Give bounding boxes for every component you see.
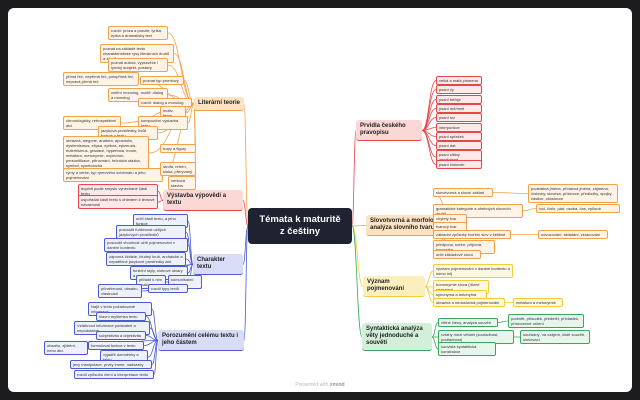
literarni-teorie-item[interactable]: rýmy a verše; typ rýmového schématu a je…: [63, 168, 163, 182]
charakter-item[interactable]: přiměřenost, obsahu, vlastnosti: [98, 284, 142, 298]
pravopis-item[interactable]: psaní spřežek: [436, 131, 482, 141]
connector: [522, 208, 537, 212]
connector: [421, 130, 437, 158]
vyznam-item[interactable]: obrazná a nedoslovná pojmenování: [433, 298, 505, 307]
connector: [242, 225, 249, 265]
pravopis-item[interactable]: psaní mě/mně: [436, 103, 482, 113]
connector: [421, 130, 437, 165]
connector: [187, 220, 194, 265]
mindmap-canvas[interactable]: Témata k maturitě z češtiny Literární te…: [8, 8, 632, 392]
slovotvorna-item[interactable]: slovotvorná a slovní základ: [433, 188, 493, 197]
syntax-item[interactable]: souvislá syntaktická konstrukce: [438, 342, 496, 356]
connector: [351, 225, 367, 227]
branch-vystavba[interactable]: Výstavba výpovědí a textu: [163, 190, 243, 211]
syntax-detail[interactable]: souřadný, na vzájem, čistě souvětí, sluč…: [520, 330, 590, 344]
slovotvorna-detail[interactable]: rod, číslo, pád, osoba, čas, způsob: [536, 204, 620, 213]
charakter-item[interactable]: posoudit funkčnost užitých jazykových pr…: [116, 225, 186, 239]
branch-charakter-textu[interactable]: Charakter textu: [193, 254, 243, 275]
literarni-teorie-item[interactable]: veršová stavba: [168, 176, 196, 190]
connector: [243, 225, 249, 341]
slovotvorna-detail[interactable]: odvozování, skládání, zkracování: [538, 230, 608, 239]
connector: [424, 286, 434, 303]
slovotvorna-item[interactable]: určit základové slovo: [433, 250, 481, 259]
branch-pravopis[interactable]: Prvidla českého pravopisu: [356, 120, 422, 141]
literarni-teorie-item[interactable]: přímá řeč, nepřímá řeč, polopřímá řeč, n…: [63, 72, 139, 86]
connector: [351, 225, 364, 287]
charakter-item[interactable]: záporná činitele, bludný kruh, archaické…: [106, 252, 186, 266]
connector: [243, 103, 249, 227]
slovotvorna-detail[interactable]: podstatná jména, přídavná jména, zájmena…: [528, 184, 618, 203]
connector: [351, 225, 363, 338]
literarni-teorie-item[interactable]: strofa, refrén, sloka, přerývaný: [160, 162, 196, 176]
charakter-item[interactable]: rozdíl typy textů: [148, 284, 188, 293]
central-topic[interactable]: Témata k maturitě z češtiny: [248, 208, 352, 244]
vystavba-item[interactable]: uspořádat části textu s ohledem k textov…: [78, 195, 158, 209]
connector: [492, 192, 529, 194]
syntax-detail[interactable]: podmět, přísudek, předmět, přívlastek, p…: [508, 314, 584, 328]
literarni-teorie-item[interactable]: obrazná, alegorie, anafora, apostrofa, d…: [63, 136, 149, 170]
literarni-teorie-item[interactable]: rozdíl: próza a poezie; lyrika, epika a …: [108, 26, 168, 40]
presented-with-footer: Presented with xmind: [295, 382, 345, 388]
literarni-teorie-item[interactable]: poznat typ promluvy: [140, 76, 184, 85]
connector: [497, 320, 509, 323]
pravopis-item[interactable]: velká a malá písmena: [436, 76, 482, 85]
connector: [157, 200, 164, 203]
branch-literarni-teorie[interactable]: Literární teorie: [194, 97, 244, 111]
connector: [424, 270, 434, 287]
pravopis-item[interactable]: psaní i/y: [436, 85, 482, 95]
porozumeni-item[interactable]: formulovat funkce v textu: [88, 341, 144, 350]
porozumeni-item[interactable]: hlavní myšlenka textu: [96, 312, 146, 321]
connector: [153, 340, 159, 375]
literarni-teorie-item[interactable]: poznat autora, vypravěče / lyrický subje…: [108, 58, 168, 72]
slovotvorna-item[interactable]: základní způsoby tvoření slov v češtině: [433, 230, 511, 239]
connector: [242, 200, 249, 227]
branch-porozumeni[interactable]: Porozumění celému textu i jeho částem: [158, 330, 244, 351]
connector: [151, 308, 159, 341]
branch-vyznam[interactable]: Význam pojmenování: [363, 276, 425, 297]
connector: [147, 340, 159, 358]
pravopis-item[interactable]: interpunkce: [436, 122, 482, 132]
vyznam-detail[interactable]: metafora a metonymie: [513, 298, 563, 307]
connector: [351, 130, 357, 227]
connector: [431, 336, 439, 350]
porozumeni-item[interactable]: rozdíl způsobu čtení a interpretace text…: [74, 370, 154, 379]
syntax-item[interactable]: větné členy, analýza souvětí: [438, 318, 498, 327]
connector: [431, 322, 439, 338]
pravopis-item[interactable]: psaní dat: [436, 141, 482, 151]
pravopis-item[interactable]: psaní s/z: [436, 113, 482, 123]
connector: [143, 340, 159, 346]
porozumeni-item[interactable]: jevy manipulace, prvky ironie, nadsázky: [70, 360, 152, 369]
pravopis-item[interactable]: psaní číslovek: [436, 159, 482, 169]
connector: [421, 80, 437, 131]
pravopis-item[interactable]: psaní bě/bje: [436, 94, 482, 104]
connector: [187, 244, 194, 265]
branch-syntax[interactable]: Syntaktická analýza věty jednoduché a so…: [362, 323, 432, 351]
charakter-item[interactable]: posoudit vhodnost užití pojmenování v da…: [104, 238, 188, 252]
porozumeni-item[interactable]: obsahu, zjištění, nebo atd.: [44, 341, 88, 355]
connector: [187, 103, 195, 124]
literarni-teorie-item[interactable]: tropy a figury: [160, 144, 196, 153]
vyznam-item[interactable]: význam pojmenování v daném kontextu a mi…: [433, 264, 513, 278]
porozumeni-item[interactable]: subjektivita a objektivita: [96, 331, 146, 340]
